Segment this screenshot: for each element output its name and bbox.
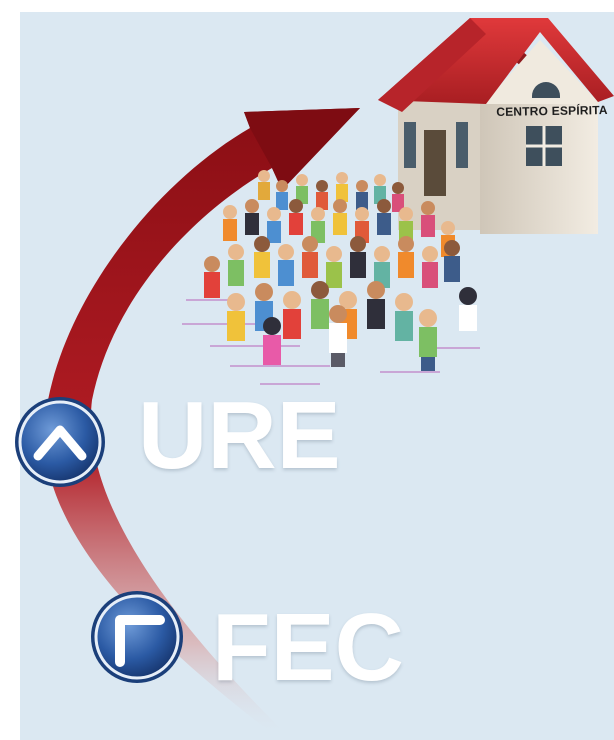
- house-icon: [378, 18, 614, 234]
- fec-label: FEC: [212, 594, 404, 701]
- house-sign: CENTRO ESPÍRITA: [496, 103, 608, 119]
- curved-arrow-icon: [44, 108, 360, 738]
- crowd-icon: [182, 170, 480, 385]
- corner-badge-icon: [91, 591, 183, 683]
- ure-label: URE: [138, 382, 341, 489]
- chevron-up-badge-icon: [15, 397, 105, 487]
